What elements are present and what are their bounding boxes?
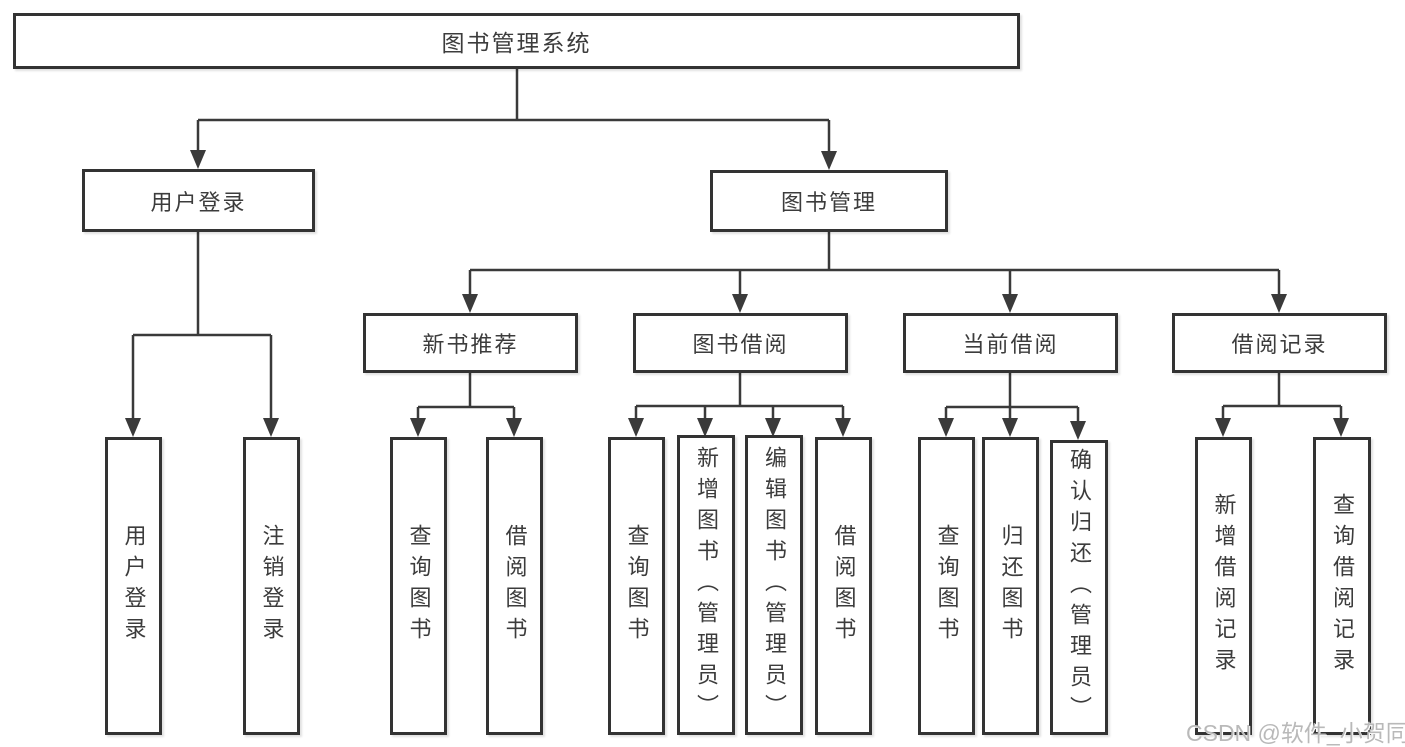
arrowhead	[835, 418, 851, 437]
arrowhead	[821, 151, 837, 170]
leaf-bb-add-books-admin-label: 新增图书（管理员）	[694, 445, 719, 725]
arrowhead	[506, 418, 522, 437]
node-book-management-label: 图书管理	[780, 190, 877, 215]
leaf-bb-edit-books-admin-label: 编辑图书（管理员）	[762, 445, 787, 725]
leaf-bb-add-books-admin: 新增图书（管理员）	[677, 435, 735, 735]
node-root: 图书管理系统	[13, 13, 1020, 69]
node-new-book-recommend-label: 新书推荐	[422, 332, 519, 357]
node-current-borrowing: 当前借阅	[903, 313, 1118, 373]
arrowhead	[263, 418, 279, 437]
leaf-br-query-record-label: 查询借阅记录	[1330, 493, 1355, 679]
leaf-logout: 注销登录	[243, 437, 300, 735]
leaf-cb-return-books-label: 归还图书	[998, 524, 1024, 648]
leaf-nb-query-books: 查询图书	[390, 437, 447, 735]
leaf-br-add-record-label: 新增借阅记录	[1211, 493, 1237, 679]
arrowhead	[628, 418, 644, 437]
arrowhead	[732, 294, 748, 313]
leaf-bb-query-books-label: 查询图书	[624, 524, 650, 648]
leaf-cb-query-books: 查询图书	[918, 437, 975, 735]
node-borrowing-records: 借阅记录	[1172, 313, 1387, 373]
leaf-bb-edit-books-admin: 编辑图书（管理员）	[745, 435, 803, 735]
arrowhead	[190, 150, 206, 169]
node-user-login: 用户登录	[82, 169, 315, 232]
arrowhead	[1215, 418, 1231, 437]
leaf-nb-borrow-books-label: 借阅图书	[502, 524, 528, 648]
leaf-bb-query-books: 查询图书	[608, 437, 665, 735]
arrowhead	[1002, 418, 1018, 437]
arrowhead	[938, 418, 954, 437]
node-book-borrowing: 图书借阅	[633, 313, 848, 373]
node-book-management: 图书管理	[710, 170, 948, 232]
leaf-cb-confirm-return-admin: 确认归还（管理员）	[1050, 440, 1108, 735]
leaf-cb-confirm-return-admin-label: 确认归还（管理员）	[1067, 448, 1092, 727]
leaf-nb-query-books-label: 查询图书	[406, 524, 432, 648]
arrowhead	[410, 418, 426, 437]
arrowhead	[1070, 421, 1086, 440]
arrowhead	[125, 418, 141, 437]
leaf-br-query-record: 查询借阅记录	[1313, 437, 1371, 735]
arrowhead	[1333, 418, 1349, 437]
node-user-login-label: 用户登录	[150, 189, 247, 215]
leaf-bb-borrow-books-label: 借阅图书	[831, 524, 857, 648]
leaf-logout-label: 注销登录	[259, 524, 285, 648]
node-root-label: 图书管理系统	[441, 30, 592, 56]
leaf-user-login-label: 用户登录	[121, 524, 147, 648]
leaf-cb-return-books: 归还图书	[982, 437, 1039, 735]
leaf-br-add-record: 新增借阅记录	[1195, 437, 1252, 735]
arrowhead	[1271, 294, 1287, 313]
node-book-borrowing-label: 图书借阅	[692, 332, 789, 357]
leaf-user-login: 用户登录	[105, 437, 162, 735]
leaf-nb-borrow-books: 借阅图书	[486, 437, 543, 735]
arrowhead	[1002, 294, 1018, 313]
node-borrowing-records-label: 借阅记录	[1231, 332, 1328, 357]
leaf-bb-borrow-books: 借阅图书	[815, 437, 872, 735]
node-current-borrowing-label: 当前借阅	[962, 332, 1059, 357]
csdn-watermark: CSDN @软件_小贺同学	[1186, 720, 1405, 746]
arrowhead	[462, 294, 478, 313]
node-new-book-recommend: 新书推荐	[363, 313, 578, 373]
leaf-cb-query-books-label: 查询图书	[934, 524, 960, 648]
